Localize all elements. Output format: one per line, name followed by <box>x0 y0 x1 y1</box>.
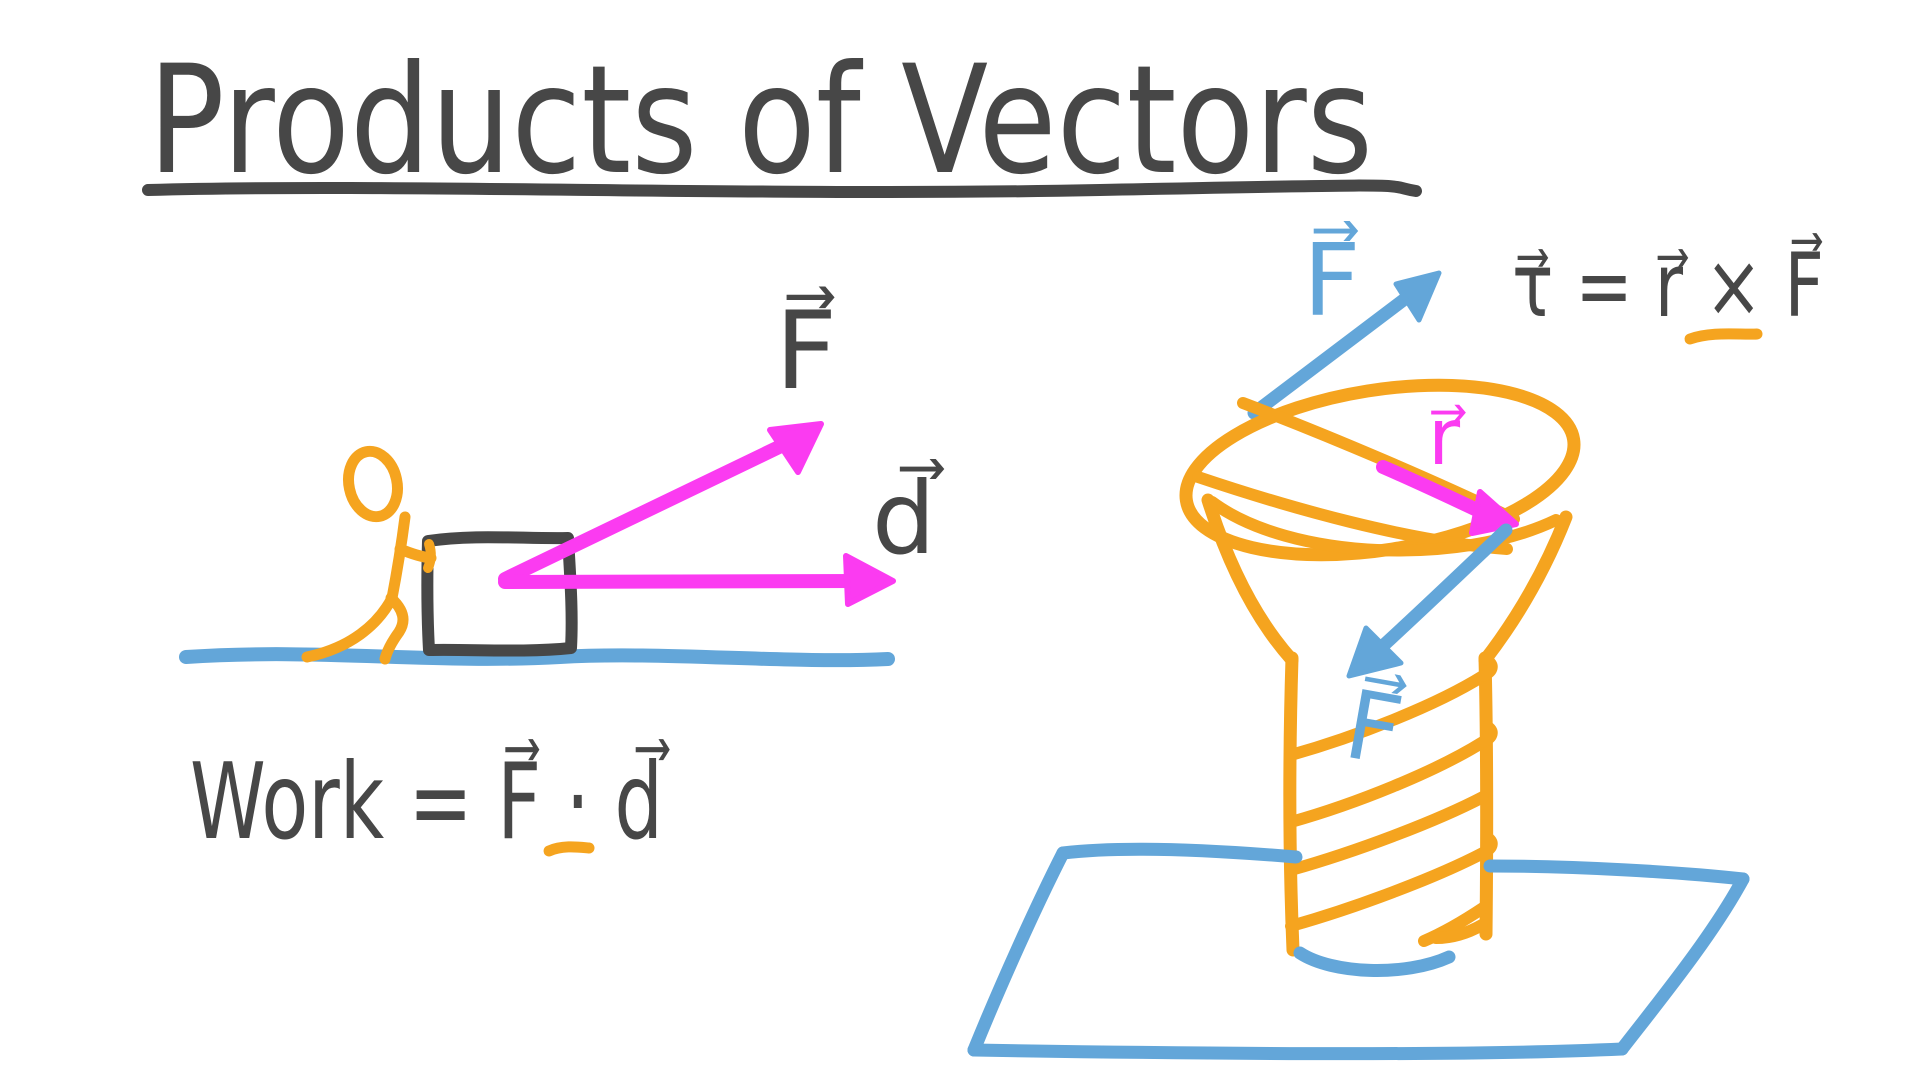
force-arrow-line <box>498 427 813 586</box>
plane-right-edge <box>1615 872 1750 1056</box>
work-dot-highlight-underline <box>543 841 595 857</box>
pushed-box <box>421 531 578 657</box>
lever-arm-label: r⃗ <box>1428 393 1466 483</box>
plane-left-edge <box>967 846 1070 1057</box>
screw-head-under-rim <box>1206 496 1562 557</box>
force-label: F⃗ <box>775 285 837 414</box>
screw-shaft-left-edge <box>1283 651 1300 957</box>
stick-figure-back-leg <box>301 592 398 663</box>
plane-top-edge-left <box>1056 842 1303 864</box>
title-underline <box>142 179 1422 199</box>
torque-equation: τ⃗ = r⃗ × F⃗ <box>1512 233 1824 337</box>
screw-thread-bump-2 <box>1477 720 1498 748</box>
work-equation: Work = F⃗ · d⃗ <box>190 739 670 863</box>
reaction-force-arrowhead <box>1346 625 1404 679</box>
applied-force-label: F⃗ <box>1303 221 1361 339</box>
plane-screw-hole-rim <box>1293 946 1456 977</box>
force-arrowhead <box>767 421 824 475</box>
stick-figure-front-leg <box>379 592 409 665</box>
displacement-arrow-line <box>498 574 869 589</box>
reaction-force-arrow-line <box>1367 523 1513 661</box>
stick-figure-body <box>386 511 411 604</box>
screw-shaft-bottom-curl <box>1430 919 1488 944</box>
screw-thread-3 <box>1285 791 1489 876</box>
torque-cross-highlight-underline <box>1684 328 1763 345</box>
plane-top-edge-right <box>1483 859 1750 886</box>
stick-figure-head <box>343 445 403 523</box>
screw-shaft-right-edge <box>1478 651 1494 941</box>
screw-thread-bump-1 <box>1477 654 1498 682</box>
screw-thread-bump-3 <box>1477 831 1498 859</box>
screw-funnel-right-side <box>1478 510 1573 667</box>
applied-force-arrowhead <box>1393 270 1442 323</box>
page-title: Products of Vectors <box>148 34 1373 208</box>
applied-force-arrow-line <box>1247 282 1425 420</box>
displacement-arrowhead <box>843 553 896 607</box>
screw-thread-2 <box>1285 736 1489 828</box>
screw-funnel-left-side <box>1201 493 1299 667</box>
screw-thread-5 <box>1418 902 1489 947</box>
screw-thread-4 <box>1285 847 1489 932</box>
displacement-label: d⃗ <box>872 459 945 577</box>
stick-figure-hand <box>423 539 436 573</box>
lever-arm-arrowhead <box>1469 489 1519 536</box>
reaction-force-label: F⃗ <box>1337 667 1411 788</box>
screw-thread-1 <box>1285 670 1489 761</box>
plane-bottom-edge <box>967 1042 1629 1061</box>
